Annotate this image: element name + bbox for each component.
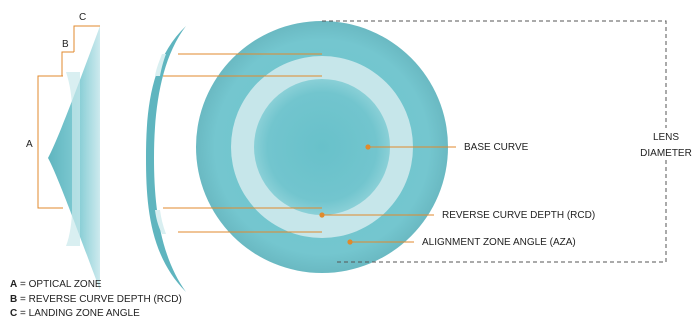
bracket-a (37, 75, 63, 209)
crescent-light-upper (155, 54, 166, 76)
projection-lines (163, 53, 322, 233)
crescent-light-lower (155, 210, 166, 234)
lens-optical-zone (254, 79, 390, 215)
legend: A = OPTICAL ZONE B = REVERSE CURVE DEPTH… (10, 278, 182, 322)
label-diameter: DIAMETER (640, 148, 692, 159)
lens-side-profile: A B C (26, 12, 100, 290)
label-base-curve: BASE CURVE (464, 142, 529, 153)
callout-rcd: REVERSE CURVE DEPTH (RCD) (319, 210, 595, 221)
legend-key-c: C (10, 308, 18, 319)
diameter-label-bg (638, 128, 698, 160)
lens-side-reverse-band (66, 72, 80, 246)
label-a: A (26, 139, 33, 150)
side-profile-brackets (37, 25, 100, 209)
legend-row-a: A = OPTICAL ZONE (10, 278, 182, 293)
callout-aza: ALIGNMENT ZONE ANGLE (AZA) (347, 237, 576, 248)
lens-front-view (196, 21, 448, 273)
callouts: BASE CURVE REVERSE CURVE DEPTH (RCD) ALI… (319, 142, 595, 248)
label-aza: ALIGNMENT ZONE ANGLE (AZA) (422, 237, 576, 248)
crescent-shape (146, 26, 186, 292)
legend-key-b: B (10, 293, 18, 305)
label-c: C (79, 12, 86, 23)
legend-text-a: = OPTICAL ZONE (17, 279, 102, 290)
legend-key-a: A (10, 279, 18, 290)
label-lens: LENS (653, 132, 679, 143)
callout-base-curve: BASE CURVE (365, 142, 529, 153)
bracket-b (61, 51, 74, 76)
label-b: B (62, 39, 69, 50)
label-rcd: REVERSE CURVE DEPTH (RCD) (442, 210, 595, 221)
lens-crescent-section (146, 26, 186, 292)
legend-text-b: = REVERSE CURVE DEPTH (RCD) (17, 293, 182, 305)
legend-row-c: C = LANDING ZONE ANGLE (10, 307, 182, 322)
legend-text-c: = LANDING ZONE ANGLE (17, 308, 140, 319)
bracket-c (73, 25, 100, 52)
legend-row-b: B = REVERSE CURVE DEPTH (RCD) (10, 293, 182, 308)
